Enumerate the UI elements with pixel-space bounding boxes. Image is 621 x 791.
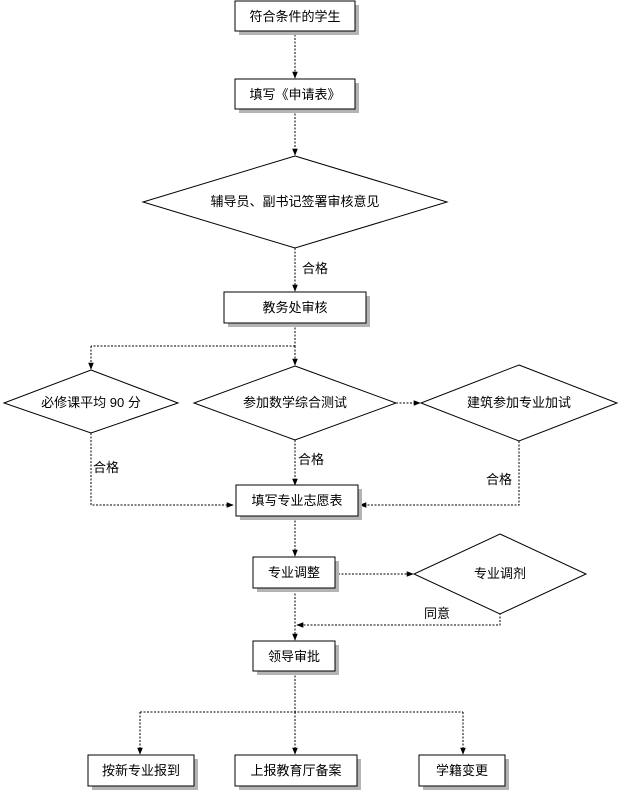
math-comprehensive-test-text: 参加数学综合测试 xyxy=(243,395,347,410)
eligible-students-text: 符合条件的学生 xyxy=(249,9,340,24)
major-adjustment-text: 专业调整 xyxy=(268,565,320,580)
arrow-reassignment-agree xyxy=(296,606,501,628)
arrow-architecture-to-preference xyxy=(359,441,520,508)
node-fill-application: 填写《申请表》 xyxy=(234,78,359,113)
node-required-courses-avg: 必修课平均 90 分 xyxy=(2,369,180,434)
node-enrollment-change: 学籍变更 xyxy=(418,754,509,790)
connectors xyxy=(88,31,520,755)
report-to-new-major-text: 按新专业报到 xyxy=(102,763,180,778)
node-report-to-education-dept: 上报教育厅备案 xyxy=(234,754,361,790)
arrow-courses-to-preference xyxy=(90,433,234,508)
report-to-education-dept-text: 上报教育厅备案 xyxy=(250,763,341,778)
node-architecture-extra-test: 建筑参加专业加试 xyxy=(419,364,619,442)
label-pass-counselor: 合格 xyxy=(302,261,328,276)
fill-application-text: 填写《申请表》 xyxy=(249,87,340,102)
label-pass-math: 合格 xyxy=(298,452,324,467)
enrollment-change-text: 学籍变更 xyxy=(436,763,488,778)
node-counselor-review: 辅导员、副书记签署审核意见 xyxy=(141,155,449,249)
label-agree: 同意 xyxy=(424,606,450,621)
node-eligible-students: 符合条件的学生 xyxy=(234,0,359,35)
major-reassignment-text: 专业调剂 xyxy=(474,566,526,581)
node-report-to-new-major: 按新专业报到 xyxy=(87,754,198,790)
node-major-adjustment: 专业调整 xyxy=(252,556,339,592)
label-pass-courses: 合格 xyxy=(93,460,119,475)
architecture-extra-test-text: 建筑参加专业加试 xyxy=(467,395,571,410)
counselor-review-text: 辅导员、副书记签署审核意见 xyxy=(210,194,379,209)
leader-approval-text: 领导审批 xyxy=(268,649,320,664)
node-fill-major-preference: 填写专业志愿表 xyxy=(235,484,362,520)
node-major-reassignment: 专业调剂 xyxy=(412,533,588,615)
fill-major-preference-text: 填写专业志愿表 xyxy=(251,493,342,508)
node-leader-approval: 领导审批 xyxy=(252,640,339,675)
label-pass-architecture: 合格 xyxy=(486,472,512,487)
node-math-comprehensive-test: 参加数学综合测试 xyxy=(192,365,398,441)
academic-affairs-review-text: 教务处审核 xyxy=(262,300,327,315)
required-courses-avg-text: 必修课平均 90 分 xyxy=(41,395,141,410)
node-academic-affairs-review: 教务处审核 xyxy=(223,291,370,327)
